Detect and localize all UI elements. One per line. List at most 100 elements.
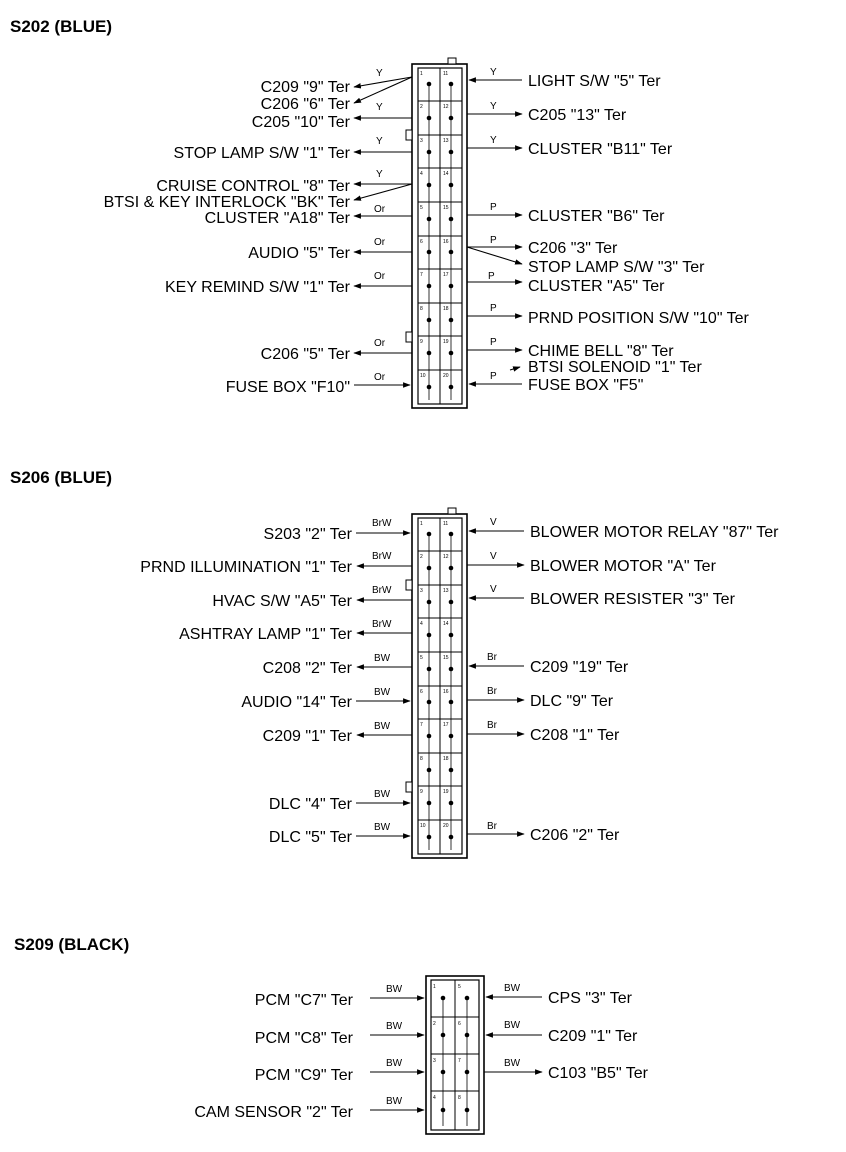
terminal-label: PRND POSITION S/W "10" Ter bbox=[528, 310, 750, 327]
terminal-label: AUDIO "14" Ter bbox=[241, 694, 352, 711]
svg-text:9: 9 bbox=[420, 339, 423, 345]
right-wires bbox=[466, 77, 523, 387]
svg-text:Br: Br bbox=[487, 821, 498, 832]
terminal-label: CLUSTER "A18" Ter bbox=[205, 210, 351, 227]
svg-text:6: 6 bbox=[458, 1021, 461, 1027]
svg-text:20: 20 bbox=[443, 823, 449, 829]
terminal-label: C209 "9" Ter bbox=[261, 79, 351, 96]
connector-latch-tab bbox=[447, 507, 457, 515]
svg-text:12: 12 bbox=[443, 104, 449, 110]
connector-title-s206: S206 (BLUE) bbox=[10, 468, 112, 487]
svg-text:2: 2 bbox=[420, 104, 423, 110]
svg-text:BW: BW bbox=[374, 653, 391, 664]
terminal-label: FUSE BOX "F5" bbox=[528, 377, 643, 394]
connector-latch-tab bbox=[447, 57, 457, 65]
svg-text:V: V bbox=[490, 517, 497, 528]
svg-text:Or: Or bbox=[374, 271, 386, 282]
svg-text:Or: Or bbox=[374, 204, 386, 215]
svg-text:BW: BW bbox=[374, 822, 391, 833]
terminal-label: ASHTRAY LAMP "1" Ter bbox=[179, 626, 353, 643]
right-wires bbox=[484, 994, 543, 1075]
svg-text:V: V bbox=[490, 551, 497, 562]
svg-text:18: 18 bbox=[443, 306, 449, 312]
terminal-label: DLC "5" Ter bbox=[269, 829, 353, 846]
svg-text:1: 1 bbox=[420, 521, 423, 527]
svg-text:BW: BW bbox=[386, 984, 403, 995]
terminal-label: PRND ILLUMINATION "1" Ter bbox=[140, 559, 352, 576]
terminal-label: CPS "3" Ter bbox=[548, 990, 633, 1007]
left-wires bbox=[353, 76, 413, 388]
terminal-label: C206 "3" Ter bbox=[528, 240, 618, 257]
left-labels: PCM "C7" Ter PCM "C8" Ter PCM "C9" Ter C… bbox=[194, 992, 353, 1121]
svg-text:P: P bbox=[490, 235, 497, 246]
svg-text:8: 8 bbox=[420, 306, 423, 312]
terminal-label: CLUSTER "B11" Ter bbox=[528, 141, 673, 158]
terminal-label: CHIME BELL "8" Ter bbox=[528, 343, 674, 360]
terminal-label: C209 "1" Ter bbox=[263, 728, 353, 745]
svg-text:P: P bbox=[490, 303, 497, 314]
svg-text:17: 17 bbox=[443, 722, 449, 728]
terminal-label: CRUISE CONTROL "8" Ter bbox=[156, 178, 350, 195]
svg-text:BW: BW bbox=[504, 1058, 521, 1069]
svg-text:5: 5 bbox=[420, 655, 423, 661]
terminal-label: C208 "2" Ter bbox=[263, 660, 353, 677]
svg-text:7: 7 bbox=[420, 272, 423, 278]
terminal-label: FUSE BOX "F10" bbox=[226, 379, 350, 396]
connector-key-tab bbox=[405, 129, 413, 141]
svg-text:5: 5 bbox=[458, 984, 461, 990]
svg-text:3: 3 bbox=[420, 588, 423, 594]
terminal-label: BTSI & KEY INTERLOCK "BK" Ter bbox=[104, 194, 351, 211]
svg-text:1: 1 bbox=[420, 71, 423, 77]
svg-text:V: V bbox=[490, 584, 497, 595]
right-labels: LIGHT S/W "5" Ter C205 "13" Ter CLUSTER … bbox=[528, 73, 750, 394]
terminal-label: C205 "13" Ter bbox=[528, 107, 627, 124]
svg-text:BrW: BrW bbox=[372, 585, 392, 596]
svg-text:16: 16 bbox=[443, 689, 449, 695]
svg-text:4: 4 bbox=[433, 1095, 436, 1101]
terminal-label: AUDIO "5" Ter bbox=[248, 245, 350, 262]
svg-text:BW: BW bbox=[386, 1021, 403, 1032]
svg-text:1: 1 bbox=[433, 984, 436, 990]
svg-text:18: 18 bbox=[443, 756, 449, 762]
terminal-label: CAM SENSOR "2" Ter bbox=[194, 1104, 353, 1121]
svg-text:6: 6 bbox=[420, 239, 423, 245]
terminal-label: C206 "5" Ter bbox=[261, 346, 351, 363]
terminal-label: BLOWER MOTOR "A" Ter bbox=[530, 558, 717, 575]
svg-text:BW: BW bbox=[374, 687, 391, 698]
terminal-label: C205 "10" Ter bbox=[252, 114, 351, 131]
svg-text:BW: BW bbox=[504, 1020, 521, 1031]
svg-text:15: 15 bbox=[443, 655, 449, 661]
svg-text:16: 16 bbox=[443, 239, 449, 245]
svg-text:7: 7 bbox=[458, 1058, 461, 1064]
svg-text:Y: Y bbox=[490, 67, 497, 78]
svg-text:Y: Y bbox=[490, 101, 497, 112]
connector-terminals bbox=[426, 531, 454, 850]
terminal-label: BTSI SOLENOID "1" Ter bbox=[528, 359, 702, 376]
wire-color-codes: BrW BrW BrW BrW BW BW BW BW BW V V V Br … bbox=[372, 517, 498, 833]
connector-terminals bbox=[440, 995, 470, 1126]
svg-text:Y: Y bbox=[376, 68, 383, 79]
right-wires bbox=[467, 528, 525, 837]
svg-text:2: 2 bbox=[420, 554, 423, 560]
svg-text:BW: BW bbox=[386, 1058, 403, 1069]
svg-text:Y: Y bbox=[376, 102, 383, 113]
svg-text:13: 13 bbox=[443, 138, 449, 144]
svg-text:BW: BW bbox=[386, 1096, 403, 1107]
svg-text:19: 19 bbox=[443, 789, 449, 795]
connector-terminals bbox=[426, 81, 454, 400]
svg-text:BrW: BrW bbox=[372, 518, 392, 529]
svg-text:8: 8 bbox=[420, 756, 423, 762]
svg-text:Br: Br bbox=[487, 720, 498, 731]
svg-text:3: 3 bbox=[420, 138, 423, 144]
svg-text:11: 11 bbox=[443, 521, 448, 527]
svg-text:Or: Or bbox=[374, 237, 386, 248]
svg-text:3: 3 bbox=[433, 1058, 436, 1064]
terminal-label: STOP LAMP S/W "3" Ter bbox=[528, 259, 705, 276]
svg-text:Or: Or bbox=[374, 372, 386, 383]
terminal-label: DLC "9" Ter bbox=[530, 693, 614, 710]
svg-text:BrW: BrW bbox=[372, 551, 392, 562]
left-labels: S203 "2" Ter PRND ILLUMINATION "1" Ter H… bbox=[140, 526, 352, 846]
connector-row-dividers bbox=[418, 550, 462, 821]
svg-text:P: P bbox=[488, 271, 495, 282]
svg-text:Br: Br bbox=[487, 652, 498, 663]
